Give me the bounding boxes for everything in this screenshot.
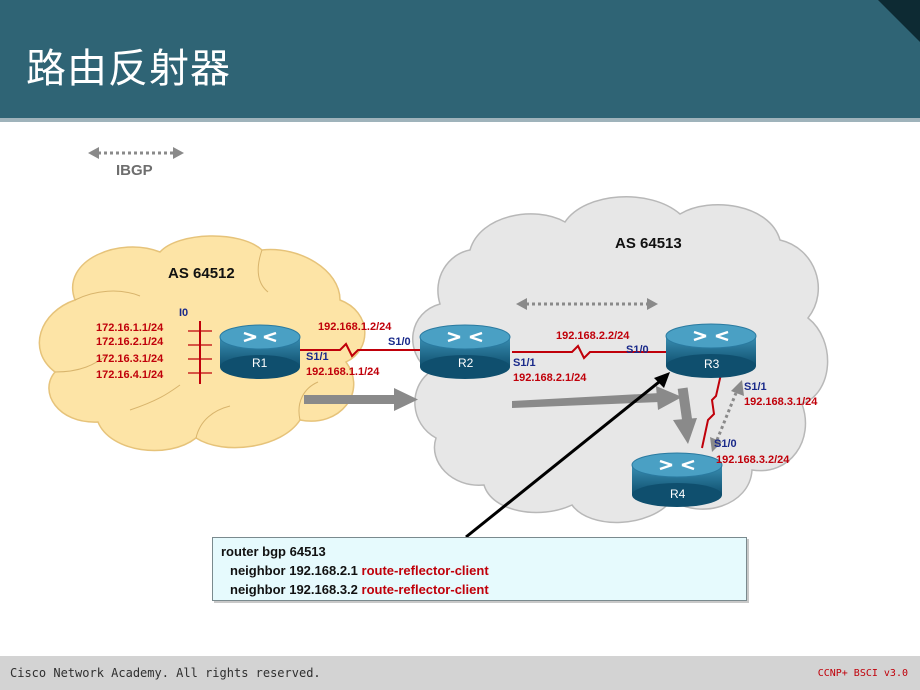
ibgp-session-r3-r4	[715, 392, 738, 441]
r2-s10-address: 192.168.1.2/24	[318, 321, 392, 333]
slide-title: 路由反射器	[26, 46, 231, 92]
config-line-3: neighbor 192.168.3.2 route-reflector-cli…	[221, 580, 738, 599]
ibgp-arrow-left-icon	[516, 298, 527, 310]
header-corner	[878, 0, 920, 42]
config-rr-client-2: route-reflector-client	[361, 582, 489, 597]
router-r3-label: R3	[704, 357, 720, 371]
router-r4: R4	[631, 452, 723, 507]
router-arrows-icon	[243, 331, 277, 343]
router-r4-label: R4	[670, 487, 686, 501]
link-r2-r3	[512, 344, 666, 360]
ibgp-arrow-down-icon	[710, 437, 722, 452]
network-diagram: IBGP AS 64512 AS 64513 I0 172.16.1.1/24 …	[38, 147, 829, 539]
router-arrows-icon	[447, 331, 483, 343]
as-64513-label: AS 64513	[615, 235, 682, 252]
config-line-1: router bgp 64513	[221, 544, 326, 559]
link-r1-r2	[300, 342, 420, 358]
r3-s11-interface: S1/1	[744, 381, 767, 393]
update-arrow-r3-r4	[673, 387, 697, 444]
r1-network-4: 172.16.4.1/24	[96, 369, 164, 381]
as-64512-label: AS 64512	[168, 265, 235, 282]
router-r1: R1	[219, 324, 301, 379]
config-box: router bgp 64513 neighbor 192.168.2.1 ro…	[212, 537, 747, 601]
ibgp-legend: IBGP	[88, 147, 184, 179]
config-pointer-arrowhead-icon	[654, 372, 670, 388]
cloud-as-64513	[412, 196, 829, 524]
header-divider	[0, 118, 920, 122]
r3-s11-address: 192.168.3.1/24	[744, 396, 818, 408]
r1-s11-address: 192.168.1.1/24	[306, 366, 380, 378]
config-line-2: neighbor 192.168.2.1 route-reflector-cli…	[221, 561, 738, 580]
legend-arrow-right-icon	[173, 147, 184, 159]
ibgp-legend-label: IBGP	[116, 162, 153, 179]
r1-network-2: 172.16.2.1/24	[96, 336, 164, 348]
router-r2: R2	[419, 324, 511, 379]
cloud-as-64512	[38, 235, 366, 452]
r1-s11-interface: S1/1	[306, 351, 329, 363]
config-neighbor-1: neighbor 192.168.2.1	[230, 563, 362, 578]
r4-s10-address: 192.168.3.2/24	[716, 454, 790, 466]
update-arrow-r1-r2	[304, 388, 418, 411]
r3-s10-address: 192.168.2.2/24	[556, 330, 630, 342]
router-r1-label: R1	[252, 356, 268, 370]
footer-course: CCNP+ BSCI v3.0	[817, 668, 908, 679]
config-neighbor-2: neighbor 192.168.3.2	[230, 582, 362, 597]
router-arrows-icon	[693, 330, 729, 342]
slide-header: 路由反射器	[0, 0, 920, 118]
r2-s10-interface: S1/0	[388, 336, 411, 348]
router-r3: R3	[665, 323, 757, 378]
link-r3-r4	[701, 373, 722, 449]
router-arrows-icon	[659, 459, 695, 471]
router-r2-label: R2	[458, 356, 474, 370]
r1-network-3: 172.16.3.1/24	[96, 353, 164, 365]
ibgp-arrow-up-icon	[731, 380, 744, 396]
legend-arrow-left-icon	[88, 147, 99, 159]
slide-footer: Cisco Network Academy. All rights reserv…	[0, 656, 920, 690]
r1-network-1: 172.16.1.1/24	[96, 322, 164, 334]
r2-s11-address: 192.168.2.1/24	[513, 372, 587, 384]
r2-s11-interface: S1/1	[513, 357, 536, 369]
r1-loopback-label: I0	[179, 307, 188, 319]
r3-s10-interface: S1/0	[626, 344, 649, 356]
footer-copyright: Cisco Network Academy. All rights reserv…	[10, 666, 321, 680]
config-pointer-line	[465, 376, 665, 539]
r4-s10-interface: S1/0	[714, 438, 737, 450]
update-arrow-r2-r3	[512, 386, 682, 410]
ibgp-arrow-right-icon	[647, 298, 658, 310]
config-rr-client-1: route-reflector-client	[361, 563, 489, 578]
